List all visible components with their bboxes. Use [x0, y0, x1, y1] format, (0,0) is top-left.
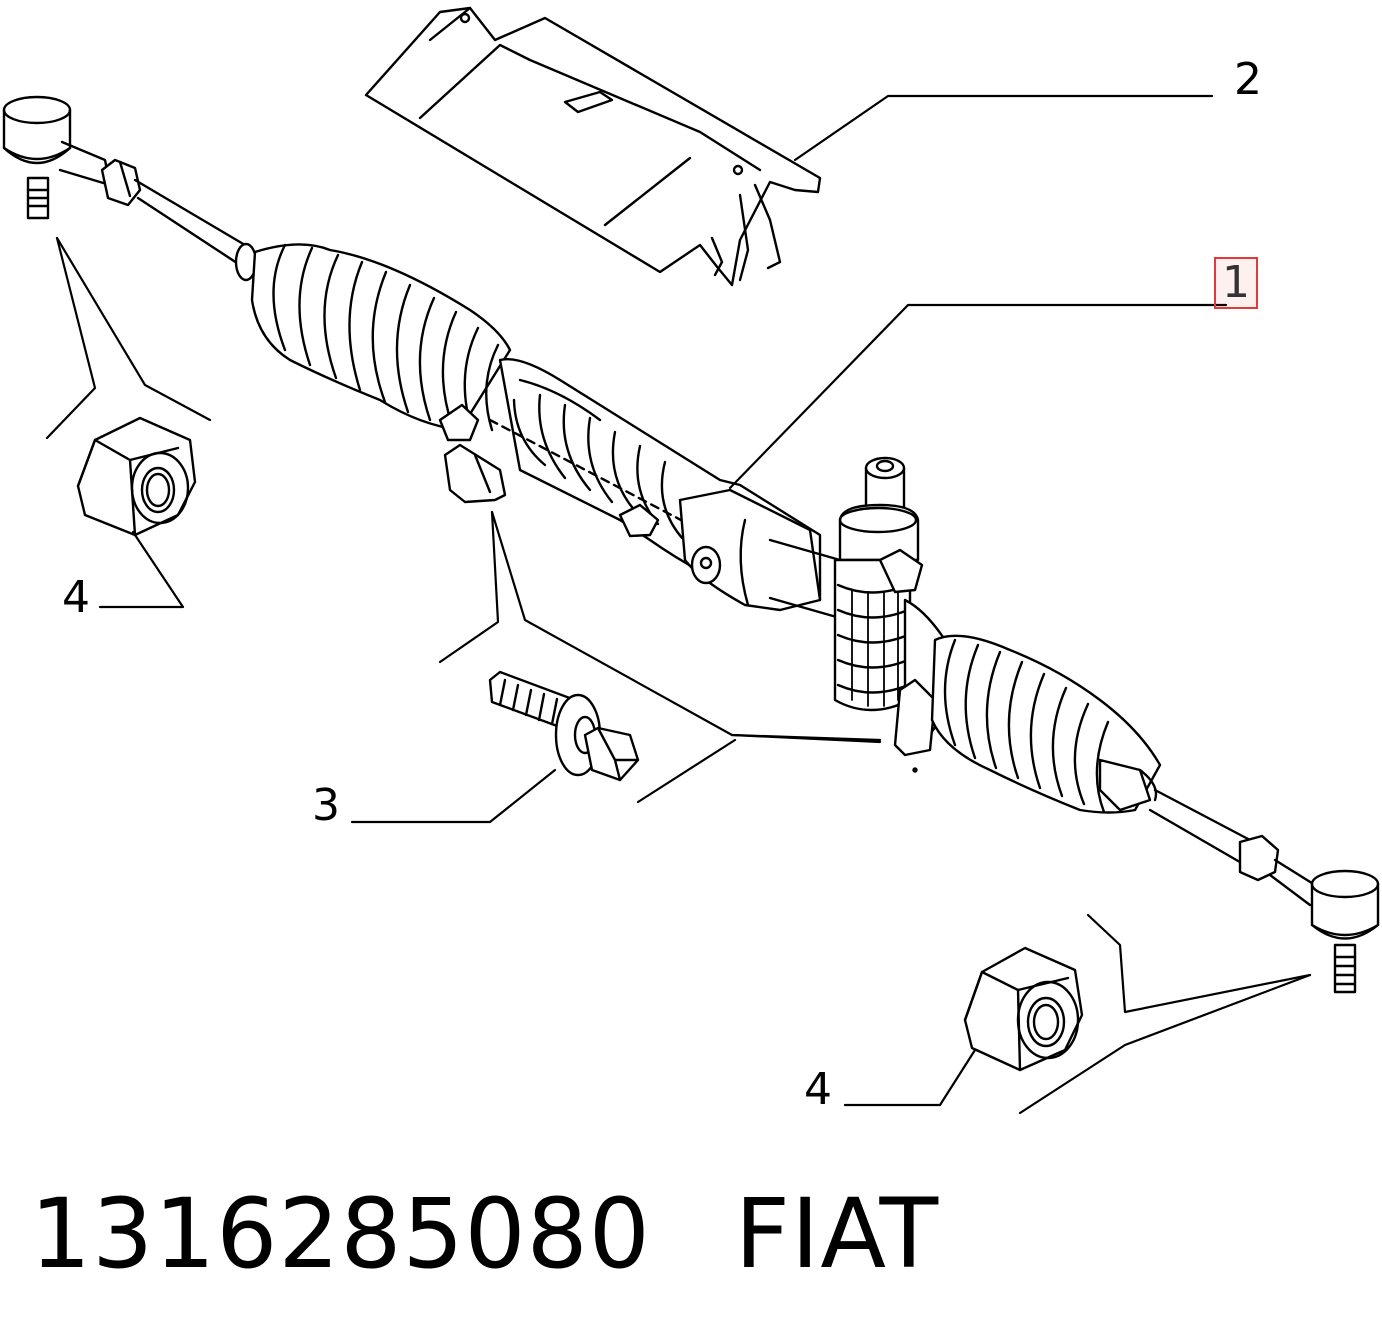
- part-caption: 1316285080 FIAT: [30, 1178, 939, 1290]
- callout-4-left: 4: [62, 572, 90, 623]
- right-tie-rod-end: [1310, 869, 1380, 994]
- callout-1: 1: [1214, 257, 1258, 309]
- callout-4-right: 4: [804, 1064, 832, 1115]
- right-bellows: [930, 634, 1162, 814]
- bolt-assembly: [488, 670, 640, 782]
- steering-rack: [2, 95, 1380, 994]
- brand-name: FIAT: [734, 1178, 940, 1290]
- leader-lines: [45, 94, 1312, 1115]
- lock-nut-right: [963, 946, 1084, 1072]
- left-bellows: [250, 243, 512, 432]
- callout-3: 3: [312, 780, 340, 831]
- callout-2: 2: [1234, 54, 1262, 105]
- left-tie-rod-end: [2, 95, 142, 220]
- lock-nut-left: [76, 416, 197, 537]
- part-number: 1316285080: [30, 1178, 651, 1290]
- heat-shield: [364, 6, 822, 287]
- pinion-housing: [833, 456, 924, 712]
